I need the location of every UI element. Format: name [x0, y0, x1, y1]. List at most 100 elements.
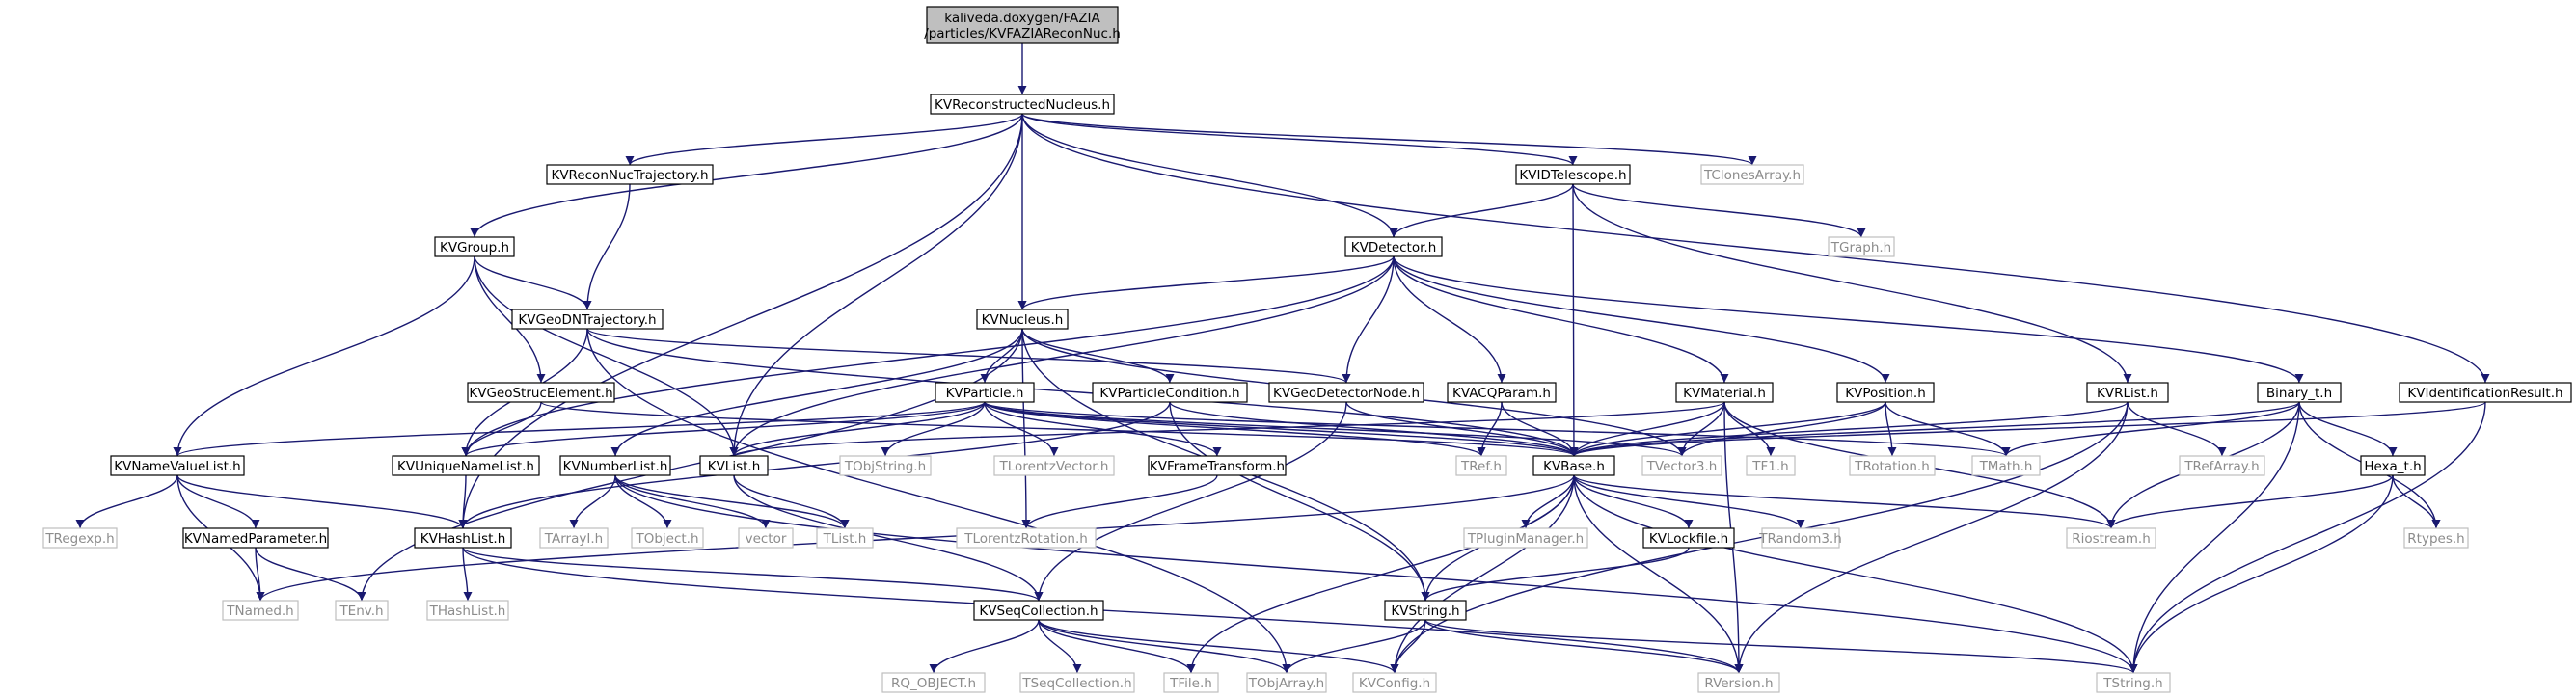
nodes-layer: kaliveda.doxygen/FAZIA/particles/KVFAZIA… — [42, 6, 2572, 693]
node-box-KVFrameTransform — [1148, 455, 1287, 476]
edge-Hexa_t-to-Riostream — [2106, 474, 2394, 529]
node-TObjString: TObjString.h — [839, 455, 932, 476]
node-label-KVList: KVList.h — [708, 459, 761, 474]
edge-KVHashList-to-KVSeqCollection — [462, 547, 1044, 602]
node-KVNamedParameter[interactable]: KVNamedParameter.h — [182, 527, 329, 549]
edge-KVBase-to-TPluginManager — [1521, 474, 1575, 529]
node-label-TRefArray: TRefArray.h — [2183, 459, 2259, 474]
node-root[interactable]: kaliveda.doxygen/FAZIA/particles/KVFAZIA… — [924, 6, 1121, 44]
node-box-KVParticle — [935, 382, 1035, 403]
node-KVBase[interactable]: KVBase.h — [1532, 455, 1615, 476]
edge-KVParticleCondition-to-KVBase — [1169, 401, 1579, 457]
edge-KVDetector-to-KVPosition — [1393, 255, 1890, 384]
node-KVNameValueList[interactable]: KVNameValueList.h — [110, 455, 245, 476]
edge-KVParticle-to-KVList — [729, 401, 986, 457]
node-box-KVGeoDetectorNode — [1268, 382, 1424, 403]
node-label-KVMaterial: KVMaterial.h — [1683, 386, 1766, 401]
node-KVParticleCondition[interactable]: KVParticleCondition.h — [1092, 382, 1248, 403]
node-label-KVNamedParameter: KVNamedParameter.h — [184, 531, 327, 547]
node-KVFrameTransform[interactable]: KVFrameTransform.h — [1148, 455, 1287, 476]
node-label-THashList: THashList.h — [429, 604, 506, 619]
node-label-TObjArray: TObjArray.h — [1248, 676, 1324, 691]
node-box-KVReconstructedNucleus — [930, 94, 1115, 115]
edge-KVNameValueList-to-TRegexp — [75, 474, 178, 529]
node-label-Hexa_t: Hexa_t.h — [2364, 459, 2421, 474]
node-KVString[interactable]: KVString.h — [1384, 600, 1467, 621]
node-label-KVReconstructedNucleus: KVReconstructedNucleus.h — [935, 97, 1110, 113]
edge-KVReconstructedNucleus-to-KVHashList — [458, 113, 1023, 529]
node-label-root: kaliveda.doxygen/FAZIA — [944, 11, 1100, 26]
node-label-Riostream: Riostream.h — [2072, 531, 2151, 547]
node-box-KVIDTelescope — [1515, 164, 1631, 185]
node-TEnv: TEnv.h — [335, 600, 389, 621]
node-RQ_OBJECT: RQ_OBJECT.h — [881, 672, 986, 693]
node-box-KVNucleus — [976, 309, 1069, 330]
edge-KVIDTelescope-to-KVDetector — [1389, 183, 1574, 238]
edge-KVString-to-TString — [1424, 619, 2138, 674]
node-KVHashList[interactable]: KVHashList.h — [414, 527, 512, 549]
edge-KVGroup-to-KVGeoStrucElement — [474, 255, 546, 384]
node-KVGeoDetectorNode[interactable]: KVGeoDetectorNode.h — [1268, 382, 1424, 403]
edge-KVGeoStrucElement-to-KVBase — [540, 401, 1579, 457]
edge-KVReconstructedNucleus-to-KVList — [729, 113, 1023, 457]
node-label-Binary_t: Binary_t.h — [2266, 386, 2332, 401]
node-label-RVersion: RVersion.h — [1704, 676, 1773, 691]
node-KVReconNucTrajectory[interactable]: KVReconNucTrajectory.h — [546, 164, 714, 185]
node-label-TObjString: TObjString.h — [844, 459, 926, 474]
node-label-RQ_OBJECT: RQ_OBJECT.h — [891, 676, 976, 691]
node-label-TNamed: TNamed.h — [226, 604, 294, 619]
node-label-TClonesArray: TClonesArray.h — [1703, 168, 1801, 183]
node-box-KVLockfile — [1642, 527, 1735, 549]
node-Rtypes: Rtypes.h — [2403, 527, 2469, 549]
node-label-TGraph: TGraph.h — [1830, 240, 1892, 255]
node-KVDetector[interactable]: KVDetector.h — [1344, 236, 1443, 257]
node-Binary_t[interactable]: Binary_t.h — [2257, 382, 2342, 403]
node-KVIDTelescope[interactable]: KVIDTelescope.h — [1515, 164, 1631, 185]
edge-KVParticle-to-KVFrameTransform — [984, 401, 1222, 457]
node-KVACQParam[interactable]: KVACQParam.h — [1447, 382, 1557, 403]
node-KVGroup[interactable]: KVGroup.h — [434, 236, 515, 257]
edge-KVDetector-to-KVMaterial — [1393, 255, 1729, 384]
node-TRef: TRef.h — [1455, 455, 1507, 476]
node-KVSeqCollection[interactable]: KVSeqCollection.h — [973, 600, 1104, 621]
edge-KVBase-to-TFile — [1186, 474, 1575, 674]
node-KVRList[interactable]: KVRList.h — [2086, 382, 2169, 403]
node-box-KVRList — [2086, 382, 2169, 403]
node-Hexa_t[interactable]: Hexa_t.h — [2360, 455, 2426, 476]
node-box-TSeqCollection — [1019, 672, 1135, 693]
node-box-TEnv — [335, 600, 389, 621]
node-label-TString: TString.h — [2102, 676, 2162, 691]
edge-KVList-to-KVSeqCollection — [733, 474, 1044, 602]
node-KVNumberList[interactable]: KVNumberList.h — [559, 455, 671, 476]
node-KVNucleus[interactable]: KVNucleus.h — [976, 309, 1069, 330]
edge-KVNumberList-to-TList — [614, 474, 850, 529]
node-label-KVParticle: KVParticle.h — [946, 386, 1024, 401]
edge-KVNumberList-to-TString — [614, 474, 2138, 674]
edge-KVParticle-to-TMath — [984, 401, 2011, 457]
node-label-KVLockfile: KVLockfile.h — [1649, 531, 1728, 547]
node-THashList: THashList.h — [426, 600, 509, 621]
node-KVParticle[interactable]: KVParticle.h — [935, 382, 1035, 403]
node-KVGeoStrucElement[interactable]: KVGeoStrucElement.h — [467, 382, 615, 403]
node-KVUniqueNameList[interactable]: KVUniqueNameList.h — [392, 455, 540, 476]
node-vector: vector — [738, 527, 794, 549]
node-KVPosition[interactable]: KVPosition.h — [1836, 382, 1935, 403]
node-KVList[interactable]: KVList.h — [699, 455, 769, 476]
edge-KVNucleus-to-KVParticleCondition — [1021, 328, 1175, 384]
node-box-KVParticleCondition — [1092, 382, 1248, 403]
edge-KVMaterial-to-KVList — [729, 401, 1725, 457]
node-KVLockfile[interactable]: KVLockfile.h — [1642, 527, 1735, 549]
node-KVGeoDNTrajectory[interactable]: KVGeoDNTrajectory.h — [511, 309, 664, 330]
node-box-TRotation — [1849, 455, 1936, 476]
node-KVIdentificationResult[interactable]: KVIdentificationResult.h — [2399, 382, 2572, 403]
node-box-TRef — [1455, 455, 1507, 476]
node-TRotation: TRotation.h — [1849, 455, 1936, 476]
edge-KVPosition-to-TRotation — [1885, 401, 1897, 457]
node-TGraph: TGraph.h — [1828, 236, 1895, 257]
node-KVReconstructedNucleus[interactable]: KVReconstructedNucleus.h — [930, 94, 1115, 115]
node-label-KVConfig: KVConfig.h — [1359, 676, 1430, 691]
edge-KVString-to-RVersion — [1424, 619, 1744, 674]
node-label-TObject: TObject.h — [635, 531, 698, 547]
node-KVMaterial[interactable]: KVMaterial.h — [1675, 382, 1774, 403]
